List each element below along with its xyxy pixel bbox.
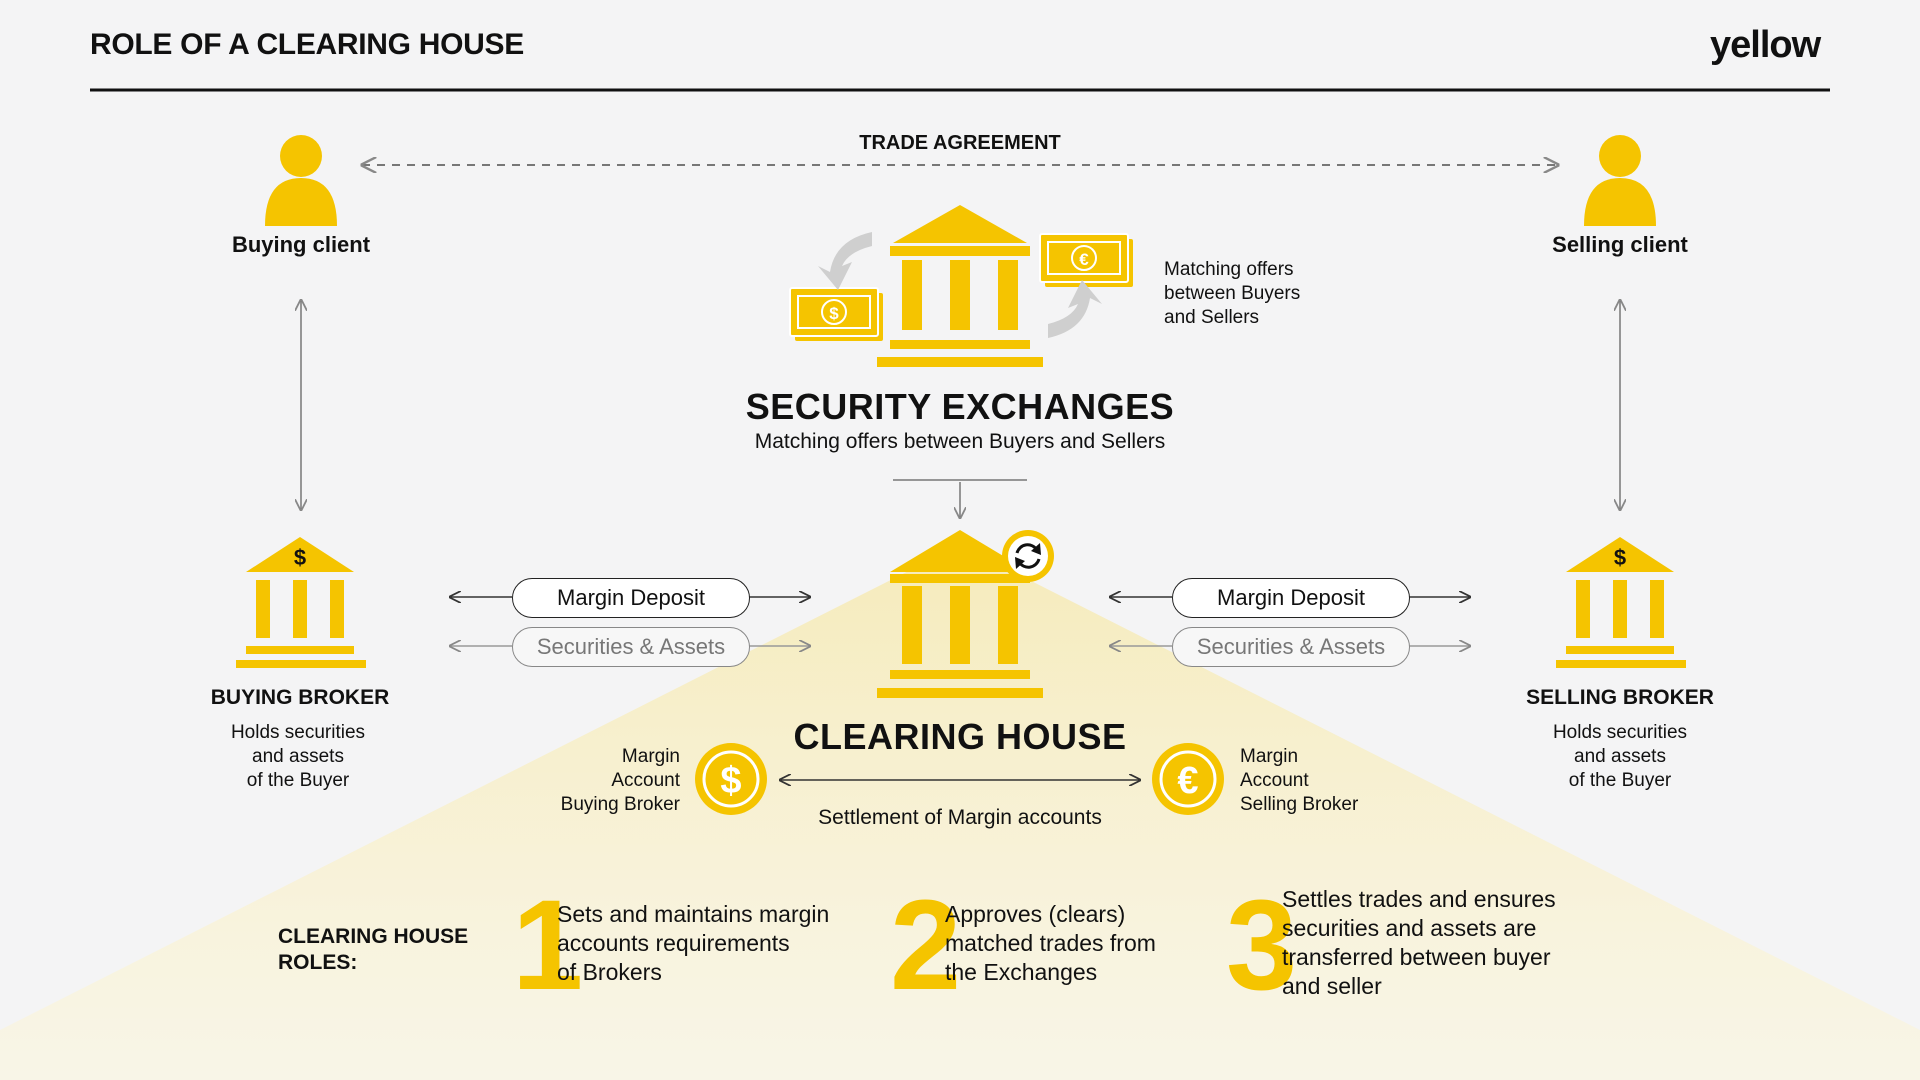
- role-text-1: Sets and maintains margin accounts requi…: [557, 900, 887, 987]
- role-number-1: 1: [512, 874, 584, 1017]
- clearing-house-building-icon: [877, 530, 1043, 698]
- role-line: and seller: [1282, 973, 1382, 999]
- svg-text:$: $: [1614, 545, 1626, 570]
- role-line: of Brokers: [557, 959, 662, 985]
- dollar-coin-icon: $: [695, 743, 767, 815]
- account-line: Selling Broker: [1240, 794, 1359, 815]
- exchange-title: SECURITY EXCHANGES: [745, 386, 1175, 427]
- margin-account-buying: Margin Account Buying Broker: [480, 745, 680, 817]
- margin-deposit-pill-left: Margin Deposit: [512, 578, 750, 618]
- roles-label-line: CLEARING HOUSE: [278, 925, 469, 948]
- selling-broker-bank-icon: $: [1556, 537, 1686, 668]
- selling-client-icon: [1584, 135, 1656, 226]
- buying-broker-title: BUYING BROKER: [210, 686, 390, 709]
- side-note-line: between Buyers: [1164, 283, 1301, 304]
- role-text-3: Settles trades and ensures securities an…: [1282, 885, 1622, 1001]
- account-line: Buying Broker: [560, 794, 680, 815]
- securities-assets-pill-right: Securities & Assets: [1172, 627, 1410, 667]
- selling-broker-desc: Holds securities and assets of the Buyer: [1470, 721, 1770, 793]
- buying-broker-desc: Holds securities and assets of the Buyer: [150, 721, 446, 793]
- roles-label-line: ROLES:: [278, 951, 358, 974]
- securities-assets-pill-left: Securities & Assets: [512, 627, 750, 667]
- brand-logo-text: yellow: [1710, 24, 1821, 66]
- account-line: Account: [611, 770, 680, 791]
- exchange-side-note: Matching offers between Buyers and Selle…: [1164, 258, 1384, 330]
- svg-text:$: $: [294, 545, 306, 570]
- svg-text:€: €: [1079, 250, 1089, 269]
- clearing-house-title: CLEARING HOUSE: [793, 716, 1127, 757]
- selling-client-label: Selling client: [1552, 232, 1688, 257]
- broker-desc-line: of the Buyer: [246, 770, 350, 791]
- broker-desc-line: Holds securities: [230, 722, 366, 743]
- exchange-curved-arrow-icon: [818, 232, 1102, 338]
- settlement-label: Settlement of Margin accounts: [818, 806, 1102, 829]
- role-line: accounts requirements: [557, 930, 790, 956]
- role-line: securities and assets are: [1282, 915, 1537, 941]
- role-line: Settles trades and ensures: [1282, 886, 1556, 912]
- role-number-2: 2: [890, 874, 962, 1017]
- brand-logo: yellow: [1710, 24, 1821, 67]
- role-line: matched trades from: [945, 930, 1156, 956]
- buying-client-icon: [265, 135, 337, 226]
- broker-desc-line: and assets: [252, 746, 344, 767]
- margin-deposit-pill-right: Margin Deposit: [1172, 578, 1410, 618]
- broker-desc-line: of the Buyer: [1568, 770, 1672, 791]
- side-note-line: Matching offers: [1164, 259, 1294, 280]
- exchange-building-icon: [877, 205, 1043, 367]
- account-line: Account: [1240, 770, 1309, 791]
- highlight-triangle: [0, 545, 1920, 1080]
- role-line: the Exchanges: [945, 959, 1098, 985]
- role-line: Sets and maintains margin: [557, 901, 830, 927]
- broker-desc-line: and assets: [1574, 746, 1666, 767]
- sync-icon: [1002, 530, 1054, 582]
- euro-bill-icon: €: [1039, 233, 1133, 287]
- buying-broker-bank-icon: $: [236, 537, 366, 668]
- role-number-3: 3: [1226, 874, 1298, 1017]
- selling-broker-title: SELLING BROKER: [1526, 686, 1714, 709]
- svg-text:€: €: [1177, 760, 1198, 802]
- dollar-bill-icon: $: [789, 287, 883, 341]
- margin-account-selling: Margin Account Selling Broker: [1240, 745, 1440, 817]
- broker-desc-line: Holds securities: [1552, 722, 1688, 743]
- svg-text:$: $: [829, 304, 839, 323]
- roles-label: CLEARING HOUSE ROLES:: [278, 924, 468, 976]
- euro-coin-icon: €: [1152, 743, 1224, 815]
- page-title: ROLE OF A CLEARING HOUSE: [90, 28, 524, 61]
- account-line: Margin: [1240, 746, 1299, 767]
- buying-client-label: Buying client: [231, 232, 371, 257]
- exchange-subtitle: Matching offers between Buyers and Selle…: [754, 430, 1166, 453]
- svg-text:$: $: [720, 760, 741, 802]
- account-line: Margin: [621, 746, 680, 767]
- trade-agreement-label: TRADE AGREEMENT: [859, 132, 1061, 154]
- role-text-2: Approves (clears) matched trades from th…: [945, 900, 1245, 987]
- role-line: transferred between buyer: [1282, 944, 1551, 970]
- role-line: Approves (clears): [945, 901, 1126, 927]
- side-note-line: and Sellers: [1164, 307, 1260, 328]
